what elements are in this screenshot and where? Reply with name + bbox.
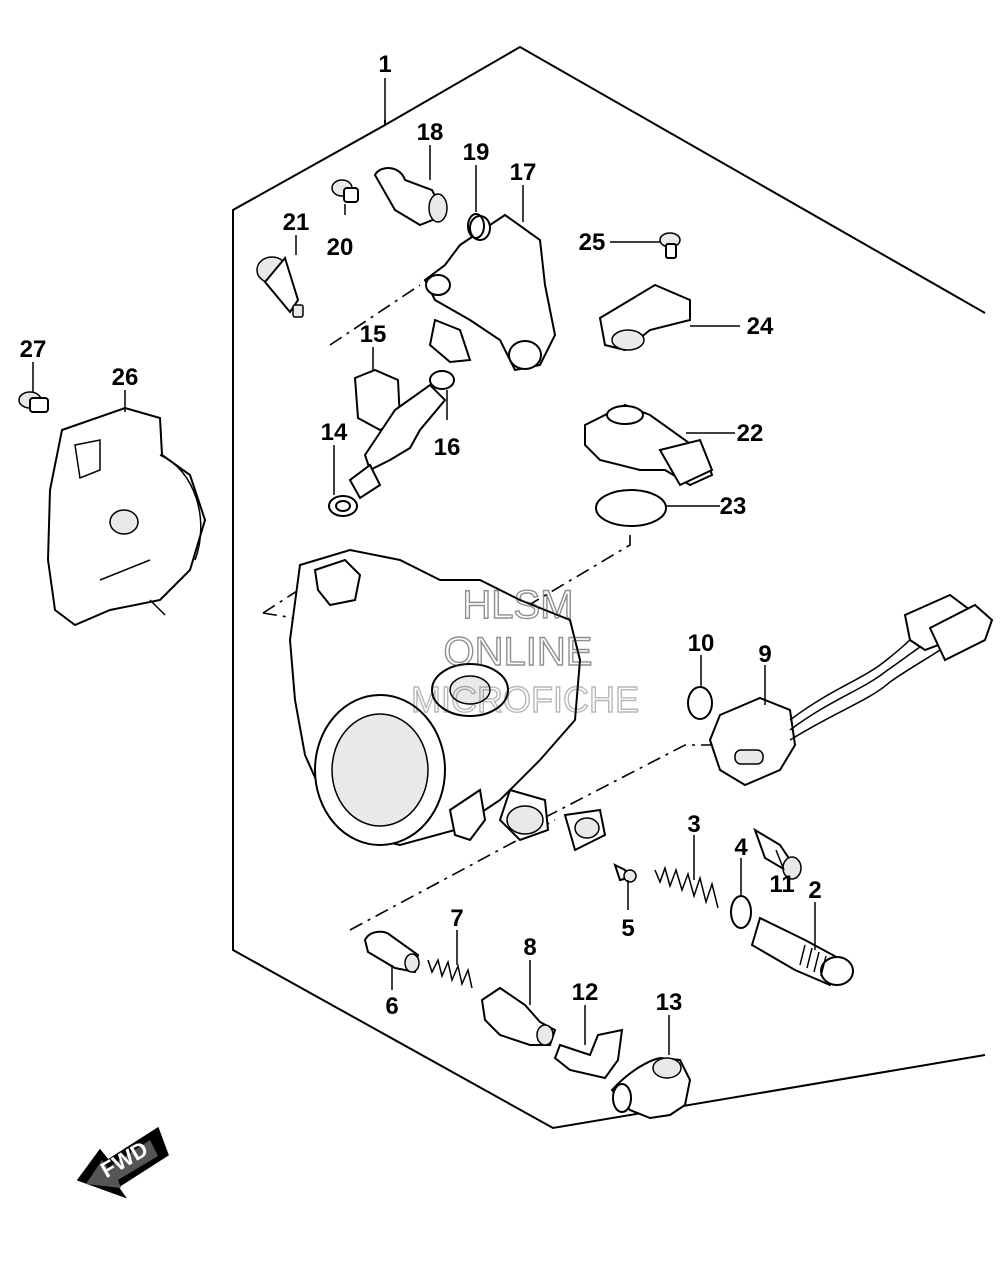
cap-21-part [256,255,304,318]
part-label-17: 17 [510,159,537,186]
watermark-line-1: HLSM [462,583,573,627]
part-label-18: 18 [417,119,444,146]
guide-line [329,284,421,346]
fuel-rail-part [373,167,557,372]
part-label-5: 5 [621,915,634,942]
part-label-3: 3 [687,811,700,838]
part-label-13: 13 [656,989,683,1016]
guide-line [349,819,556,931]
o-ring-23-part [595,489,667,527]
screw-25-part [659,232,681,259]
sensor-22-part [584,403,714,487]
guide-line [539,744,715,821]
injector-part [348,368,447,500]
assembly-outline-top [384,45,986,314]
part-label-16: 16 [434,434,461,461]
part-label-21: 21 [283,209,310,236]
part-label-24: 24 [747,313,774,340]
fitting-8-part [480,986,557,1046]
fwd-arrow-icon: FWD [76,1126,169,1199]
part-label-9: 9 [758,641,771,668]
throttle-body-part [288,548,607,852]
part-label-1: 1 [378,51,391,78]
watermark: HLSM ONLINE MICROFICHE [410,582,639,720]
o-ring-16-part [429,370,455,390]
part-label-4: 4 [734,834,748,861]
part-label-12: 12 [572,979,599,1006]
part-label-2: 2 [808,877,821,904]
bolt-20-part [331,179,359,203]
hose-12-part [553,1028,624,1080]
part-label-20: 20 [327,234,354,261]
small-bolt-part [18,391,49,413]
plunger-6-part [363,930,420,974]
part-label-8: 8 [523,934,536,961]
o-ring-4-part [730,895,752,929]
leader-line [775,849,785,871]
throttle-position-sensor-part [708,593,994,787]
cover-bracket-part [46,406,207,627]
part-label-14: 14 [321,419,348,446]
o-ring-19-part [467,213,485,239]
watermark-line-3: MICROFICHE [411,679,639,720]
o-ring-10-part [687,686,713,720]
seal-14-part [328,495,358,517]
bracket-24-part [598,283,691,352]
part-label-10: 10 [688,630,715,657]
spring-7-part [427,957,473,989]
part-label-15: 15 [360,321,387,348]
part-label-27: 27 [20,336,47,363]
part-label-22: 22 [737,420,764,447]
part-label-23: 23 [720,493,747,520]
spring-3-part [654,865,719,909]
watermark-line-2: ONLINE [444,630,593,674]
part-label-25: 25 [579,229,606,256]
elbow-13-part [610,1056,692,1120]
screw-11-part [753,827,802,880]
part-label-19: 19 [463,139,490,166]
part-label-6: 6 [385,993,398,1020]
screw-5-part [613,863,637,883]
adjust-screw-2-part [750,916,854,987]
guide-line [469,535,631,641]
part-label-7: 7 [450,905,463,932]
part-label-26: 26 [112,364,139,391]
part-label-11: 11 [769,871,794,898]
